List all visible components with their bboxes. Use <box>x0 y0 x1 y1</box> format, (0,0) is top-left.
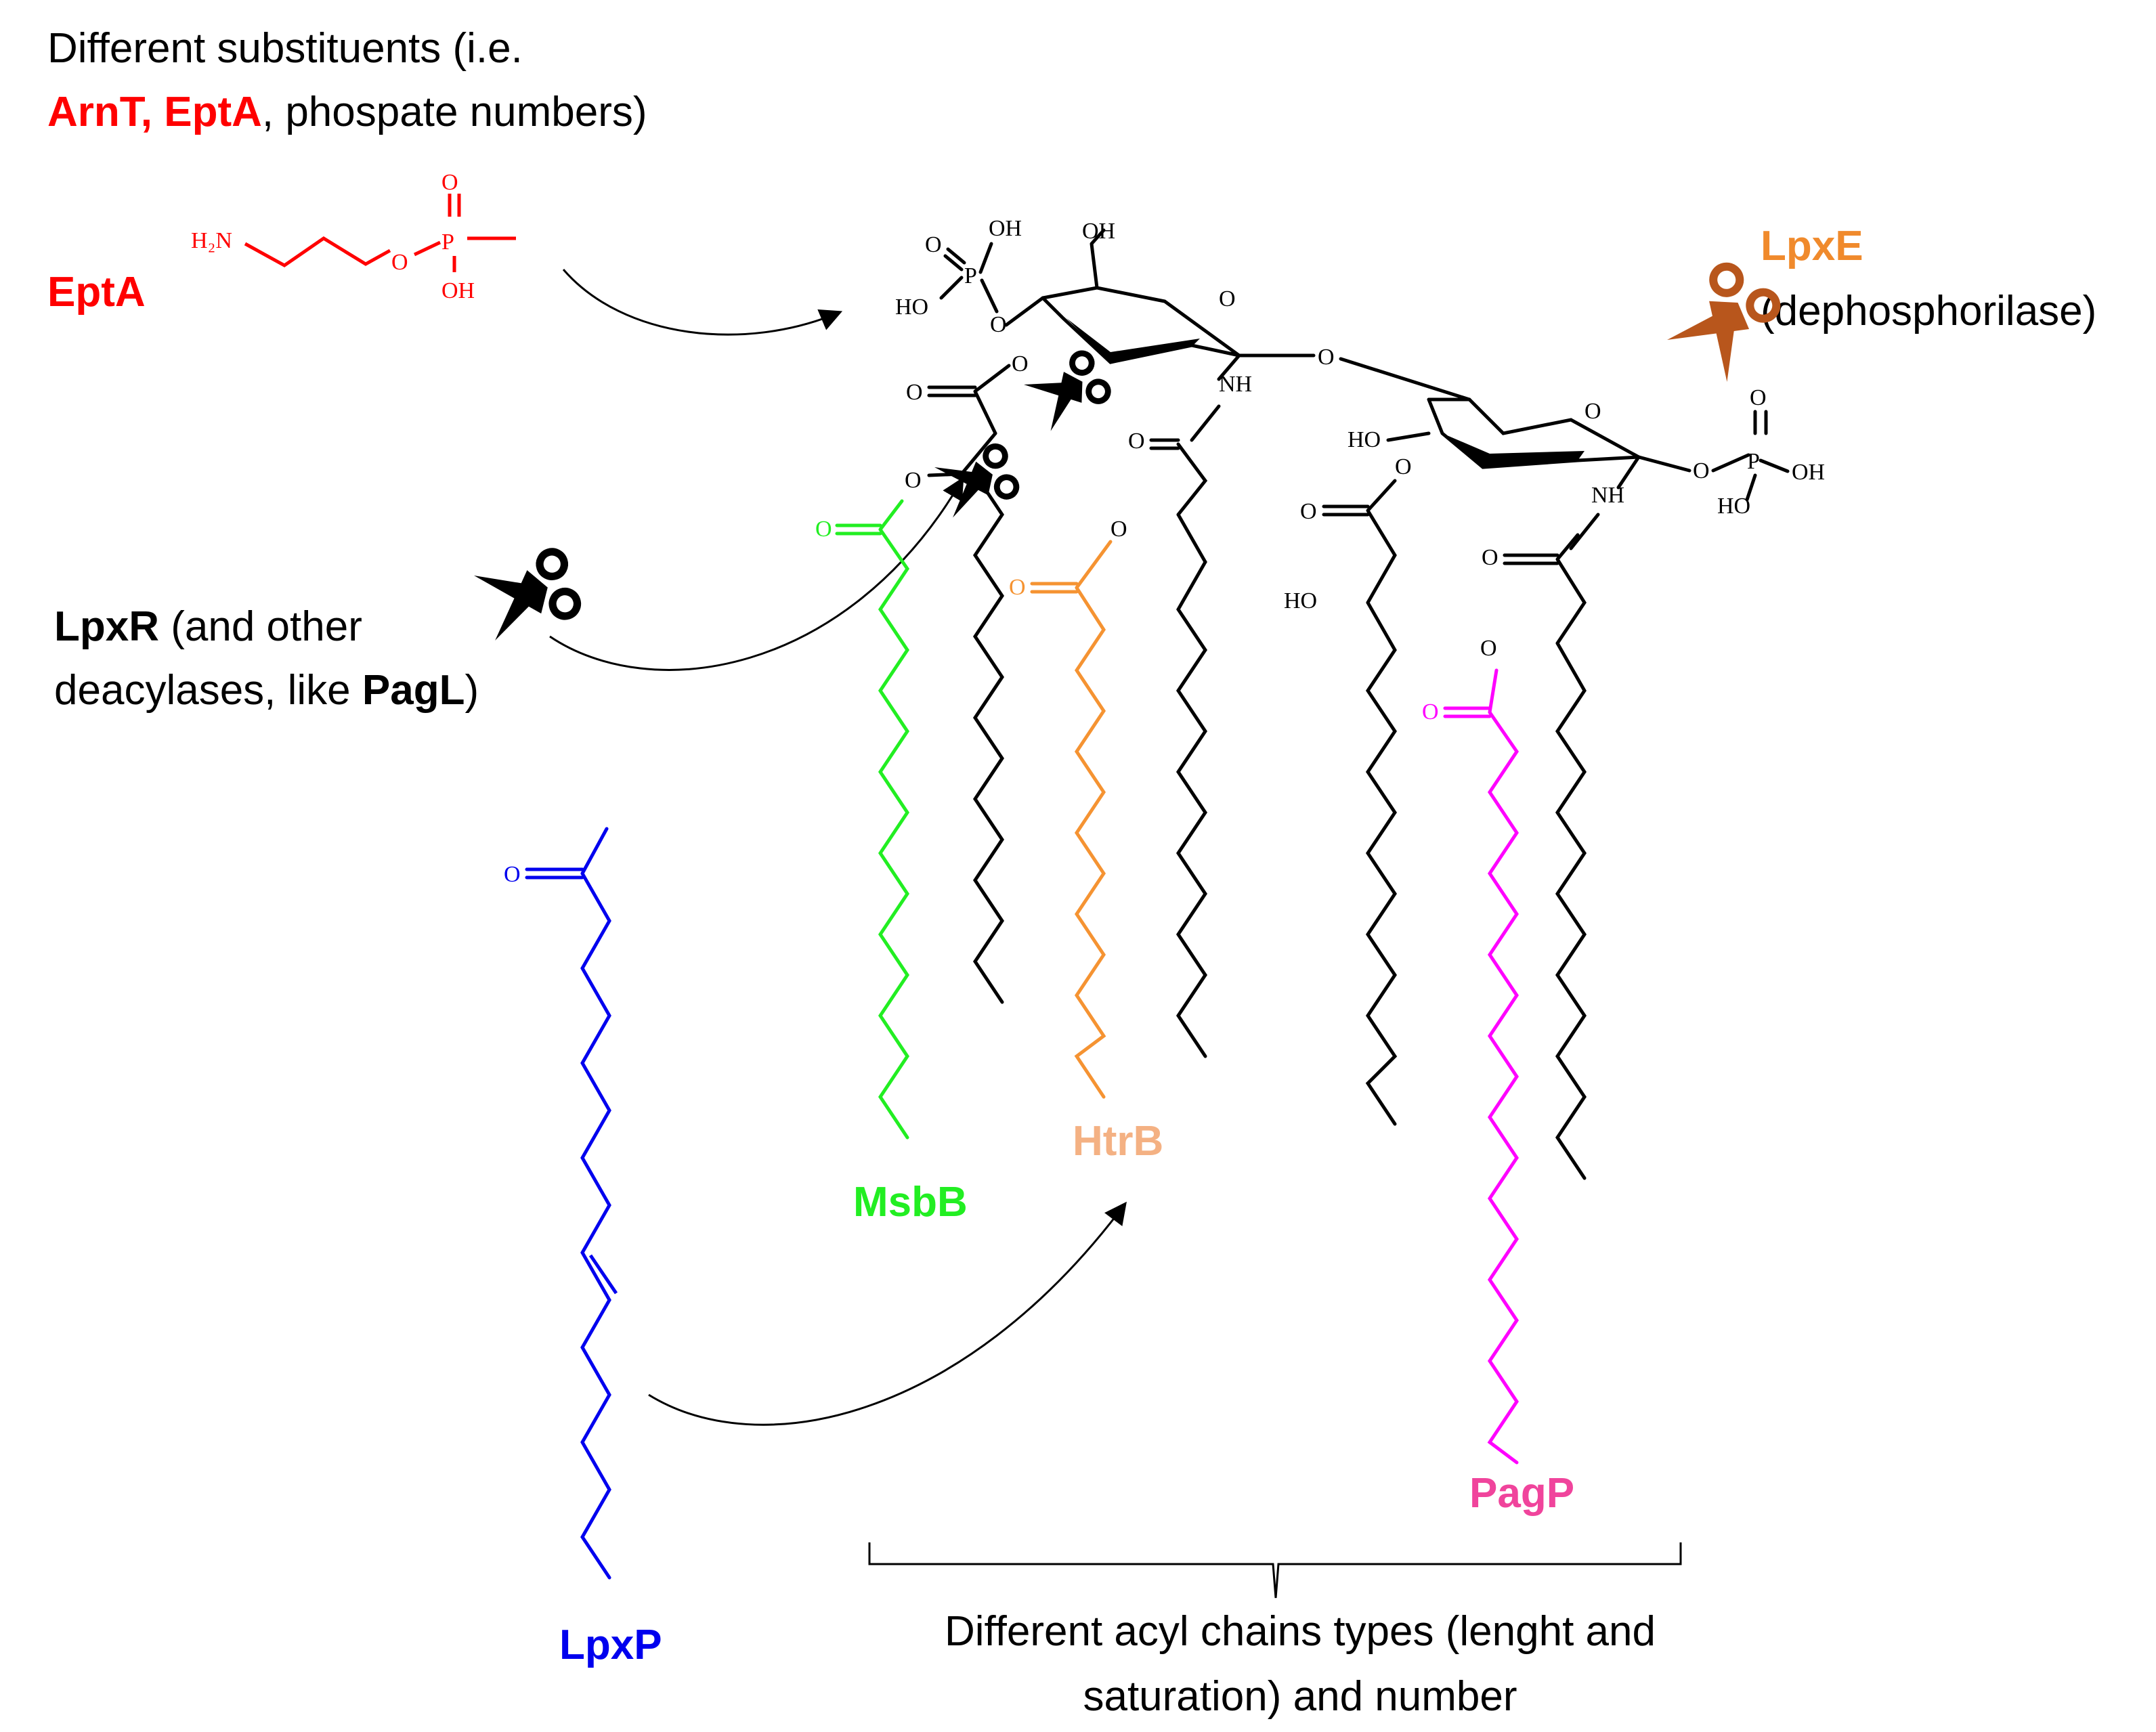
core-scissors-icon-1 <box>1024 349 1112 431</box>
nh-left: NH <box>1219 372 1252 397</box>
epta-arrow <box>562 269 843 336</box>
disaccharide-core: OH O P HO O O OH NH O O HO O NH O P O OH… <box>895 216 1825 550</box>
ester2-o: O <box>905 468 922 493</box>
lpxr-rest1: (and other <box>159 603 362 650</box>
htrb-label: HtrB <box>1073 1118 1163 1165</box>
lpxr-pagl: PagL <box>362 667 465 714</box>
ester3-o: O <box>1300 499 1317 524</box>
lpxp-label: LpxP <box>559 1622 662 1668</box>
bottom-brace <box>868 1542 1682 1599</box>
bottom-note-line2: saturation) and number <box>1083 1673 1517 1720</box>
p1-oh: OH <box>989 216 1022 241</box>
amide2-o2: O <box>1480 636 1497 661</box>
top-note-rest: , phospate numbers) <box>262 89 647 135</box>
epta-structure: H₂N O P O OH <box>191 170 516 303</box>
p2-o: O <box>1693 458 1710 483</box>
chain-black-2 <box>1176 513 1208 1058</box>
epta-label: EptA <box>47 269 146 316</box>
lpxe-label: LpxE <box>1761 223 1863 269</box>
p1-o: O <box>925 232 942 257</box>
amide1-o2: O <box>1111 517 1127 542</box>
pagp-chain: O <box>1422 668 1519 1465</box>
msbb-label: MsbB <box>853 1179 968 1226</box>
epta-o: O <box>391 250 408 275</box>
msbb-chain: O <box>815 499 910 1140</box>
p1-p: P <box>964 263 977 288</box>
ester3-ho: HO <box>1284 588 1317 613</box>
ester1-o: O <box>906 380 923 405</box>
chain-black-4 <box>1555 641 1587 1180</box>
amide2-o: O <box>1482 545 1499 570</box>
msbb-o: O <box>815 517 832 542</box>
amide1-o: O <box>1128 429 1145 454</box>
lpxp-o: O <box>504 862 521 887</box>
p2-o-double: O <box>1750 385 1767 410</box>
ring2-o-ester: O <box>1395 454 1412 479</box>
top-note-line2: ArnT, EptA, phospate numbers) <box>47 89 647 135</box>
chain-black-3 <box>1365 601 1398 1126</box>
epta-o-double: O <box>441 170 458 195</box>
lpxr-arrow <box>549 477 964 671</box>
chain-black-1 <box>972 472 1005 1004</box>
top-note-line1: Different substituents (i.e. <box>47 25 523 72</box>
lpxe-desc: (dephosphorilase) <box>1761 288 2096 334</box>
pagp-label: PagP <box>1469 1470 1574 1517</box>
lpxr-line2: deacylases, like PagL) <box>54 667 479 714</box>
lpxr-close: ) <box>465 667 479 714</box>
ester1-o2: O <box>1012 351 1029 376</box>
lpxr-name: LpxR <box>54 603 159 650</box>
epta-oh: OH <box>441 278 475 303</box>
ring1-o: O <box>1219 286 1236 311</box>
glyco-o: O <box>1318 345 1335 370</box>
p1-ho: HO <box>895 295 928 320</box>
pagp-o: O <box>1422 699 1439 724</box>
lpxe-scissors-icon <box>1667 261 1782 382</box>
bottom-note-line1: Different acyl chains types (lenght and <box>945 1608 1656 1655</box>
htrb-chain: O <box>1009 540 1113 1099</box>
lpxr-line1: LpxR (and other <box>54 603 362 650</box>
ring2-o: O <box>1584 399 1601 424</box>
epta-h2n: H₂N <box>191 228 232 253</box>
p2-oh: OH <box>1792 460 1825 485</box>
top-note-red: ArnT, EptA <box>47 89 262 135</box>
lpxp-arrow <box>648 1201 1127 1426</box>
htrb-o: O <box>1009 575 1026 600</box>
p2-ho: HO <box>1717 494 1750 519</box>
lpxp-chain: O <box>504 827 618 1580</box>
p2-p: P <box>1747 449 1760 474</box>
ring2-ho: HO <box>1348 427 1381 452</box>
linkers: O O O O O O HO O O <box>905 351 1587 661</box>
p1-o2: O <box>990 312 1007 337</box>
epta-p: P <box>441 230 454 255</box>
lpxr-scissors-icon <box>474 548 581 641</box>
ring1-oh: OH <box>1082 219 1115 244</box>
lpxr-line2-text: deacylases, like <box>54 667 362 714</box>
